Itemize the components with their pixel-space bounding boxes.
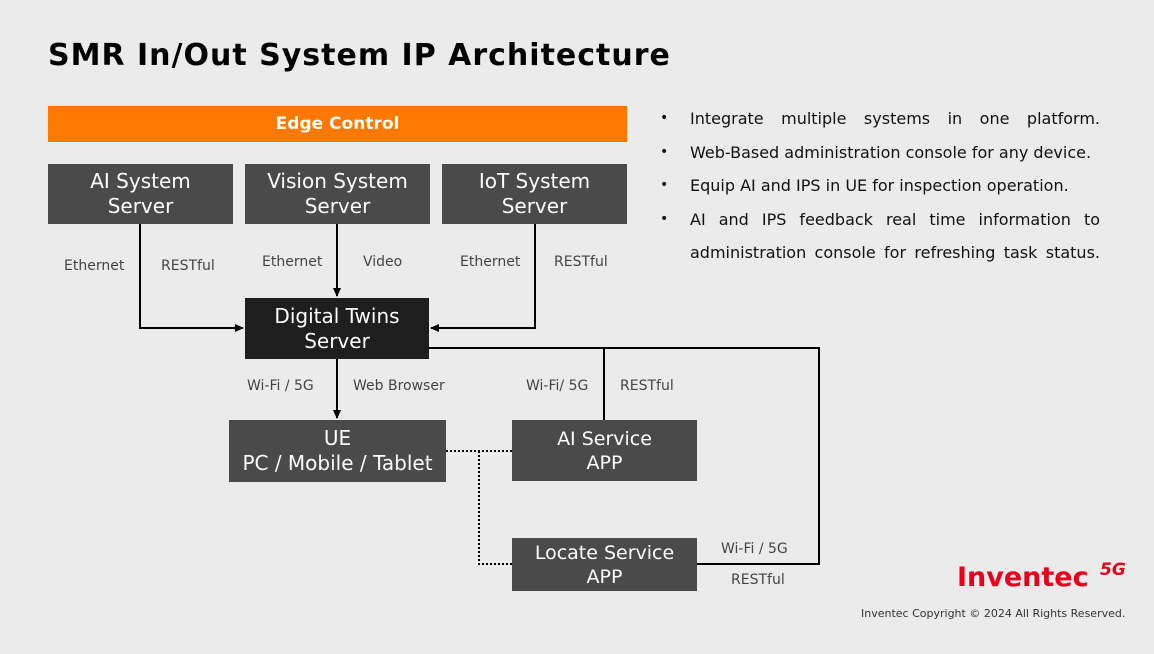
digital-twins-server-line2: Server: [304, 328, 370, 353]
ai-system-server-node: AI System Server: [48, 164, 233, 224]
ai-to-twins-line: [139, 224, 244, 332]
5g-badge: 5G: [1100, 560, 1126, 580]
ue-wifi-label: Wi-Fi / 5G: [247, 378, 314, 394]
bullet-item: Integrate multiple systems in one platfo…: [660, 102, 1100, 136]
locate-wifi-label: Wi-Fi / 5G: [721, 541, 788, 557]
iot-system-server-node: IoT System Server: [442, 164, 627, 224]
twins-to-services-line: [429, 347, 820, 565]
feature-bullet-list: Integrate multiple systems in one platfo…: [660, 102, 1100, 270]
iot-ethernet-label: Ethernet: [460, 254, 521, 270]
page-title: SMR In/Out System IP Architecture: [48, 38, 671, 73]
ai-system-server-line2: Server: [107, 194, 174, 218]
ai-service-app-line2: APP: [586, 451, 623, 474]
bullet-continuation-text: administration console for refreshing ta…: [690, 243, 1100, 262]
bullet-item: AI and IPS feedback real time informatio…: [660, 203, 1100, 237]
ai-service-wifi-label: Wi-Fi/ 5G: [526, 378, 589, 394]
locate-service-app-line1: Locate Service: [534, 541, 675, 564]
ue-line1: UE: [323, 426, 352, 450]
ue-to-locate-dotted: [478, 451, 512, 565]
ai-restful-label: RESTful: [161, 258, 215, 274]
vision-system-server-line2: Server: [304, 194, 371, 218]
locate-restful-label: RESTful: [731, 572, 785, 588]
ai-service-app-node: AI Service APP: [512, 420, 697, 481]
digital-twins-server-node: Digital Twins Server: [245, 298, 429, 359]
bullet-item-continuation: administration console for refreshing ta…: [660, 236, 1100, 270]
ai-system-server-line1: AI System: [90, 169, 191, 193]
vision-ethernet-label: Ethernet: [262, 254, 323, 270]
vision-system-server-node: Vision System Server: [245, 164, 430, 224]
ai-ethernet-label: Ethernet: [64, 258, 125, 274]
digital-twins-server-line1: Digital Twins: [274, 303, 400, 328]
iot-to-twins-line: [430, 224, 536, 332]
ue-node: UE PC / Mobile / Tablet: [229, 420, 446, 482]
copyright-text: Inventec Copyright © 2024 All Rights Res…: [861, 607, 1126, 620]
iot-restful-label: RESTful: [554, 254, 608, 270]
ai-service-restful-label: RESTful: [620, 378, 674, 394]
ue-line2: PC / Mobile / Tablet: [242, 451, 433, 475]
locate-service-app-line2: APP: [586, 565, 623, 588]
inventec-logo: Inventec: [957, 562, 1089, 593]
bullet-item: Web-Based administration console for any…: [660, 136, 1100, 170]
edge-control-banner: Edge Control: [48, 106, 627, 142]
iot-system-server-line1: IoT System: [478, 169, 591, 193]
locate-service-app-node: Locate Service APP: [512, 538, 697, 591]
ue-browser-label: Web Browser: [353, 378, 445, 394]
vision-video-label: Video: [363, 254, 403, 270]
vision-system-server-line1: Vision System: [267, 169, 408, 193]
iot-system-server-line2: Server: [501, 194, 568, 218]
bullet-item: Equip AI and IPS in UE for inspection op…: [660, 169, 1100, 203]
ai-service-app-line1: AI Service: [557, 427, 652, 450]
